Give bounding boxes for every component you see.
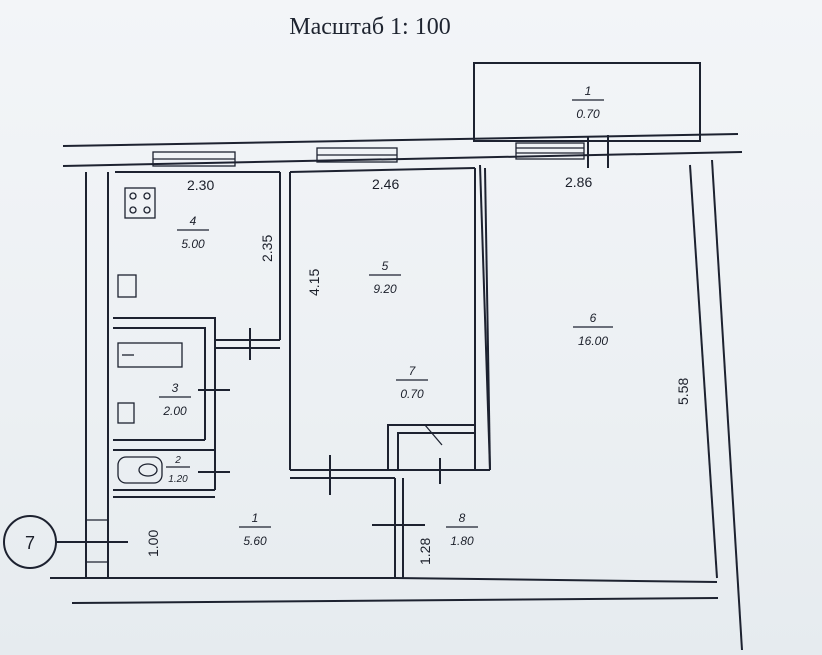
room-area: 1.20 [168,474,188,485]
kitchen-room [115,171,291,470]
room-number: 8 [459,511,466,525]
room-number: 4 [190,214,197,228]
room-number: 1 [585,84,592,98]
bathroom-block [113,317,280,498]
room-number: 1 [252,511,259,525]
dim-kitchen-width: 2.30 [187,177,214,193]
scale-title: Масштаб 1: 100 [289,14,451,40]
room-number: 5 [382,259,389,273]
room-label-room6: 6 16.00 [573,311,613,348]
dim-kitchen-depth: 2.35 [259,235,275,262]
dim-room6-width: 2.86 [565,174,592,190]
room-number: 7 [409,364,417,378]
balcony [473,62,701,142]
room-number: 2 [174,455,181,466]
entrance-marker-label: 7 [25,533,35,553]
room-label-hall: 1 5.60 [239,511,271,548]
hall-walls [372,164,491,578]
dim-room5-width: 2.46 [372,176,399,192]
dim-hall-depth: 1.00 [145,530,161,557]
room-area: 16.00 [578,334,608,348]
room-label-closet: 7 0.70 [396,364,428,401]
toilet-icon [117,456,163,484]
room-area: 0.70 [400,387,424,401]
closet-room [387,424,475,484]
bathtub-icon [117,342,183,368]
entrance-marker: 7 [3,515,128,569]
dim-corridor-depth: 1.28 [417,538,433,565]
facade-wall [62,133,743,168]
dim-room5-depth: 4.15 [306,269,322,296]
bottom-wall [50,577,719,604]
room-label-room5: 5 9.20 [369,259,401,296]
dim-room6-depth: 5.58 [675,378,691,405]
stove-icon [124,187,156,219]
room-label-toilet: 2 1.20 [166,455,190,485]
washbasin-icon [117,402,135,424]
room-5 [289,167,491,495]
room-area: 5.60 [243,534,267,548]
room-label-bathroom: 3 2.00 [159,381,191,418]
right-wall [689,159,743,651]
sink-icon [117,274,137,298]
left-wall [85,172,109,578]
room-label-kitchen: 4 5.00 [177,214,209,251]
room-area: 1.80 [450,534,474,548]
room-label-corridor: 8 1.80 [446,511,478,548]
room-area: 5.00 [181,237,205,251]
room-label-balcony: 1 0.70 [572,84,604,121]
room-area: 9.20 [373,282,397,296]
room-number: 6 [590,311,597,325]
room-area: 0.70 [576,107,600,121]
room-area: 2.00 [162,404,187,418]
room-number: 3 [172,381,179,395]
